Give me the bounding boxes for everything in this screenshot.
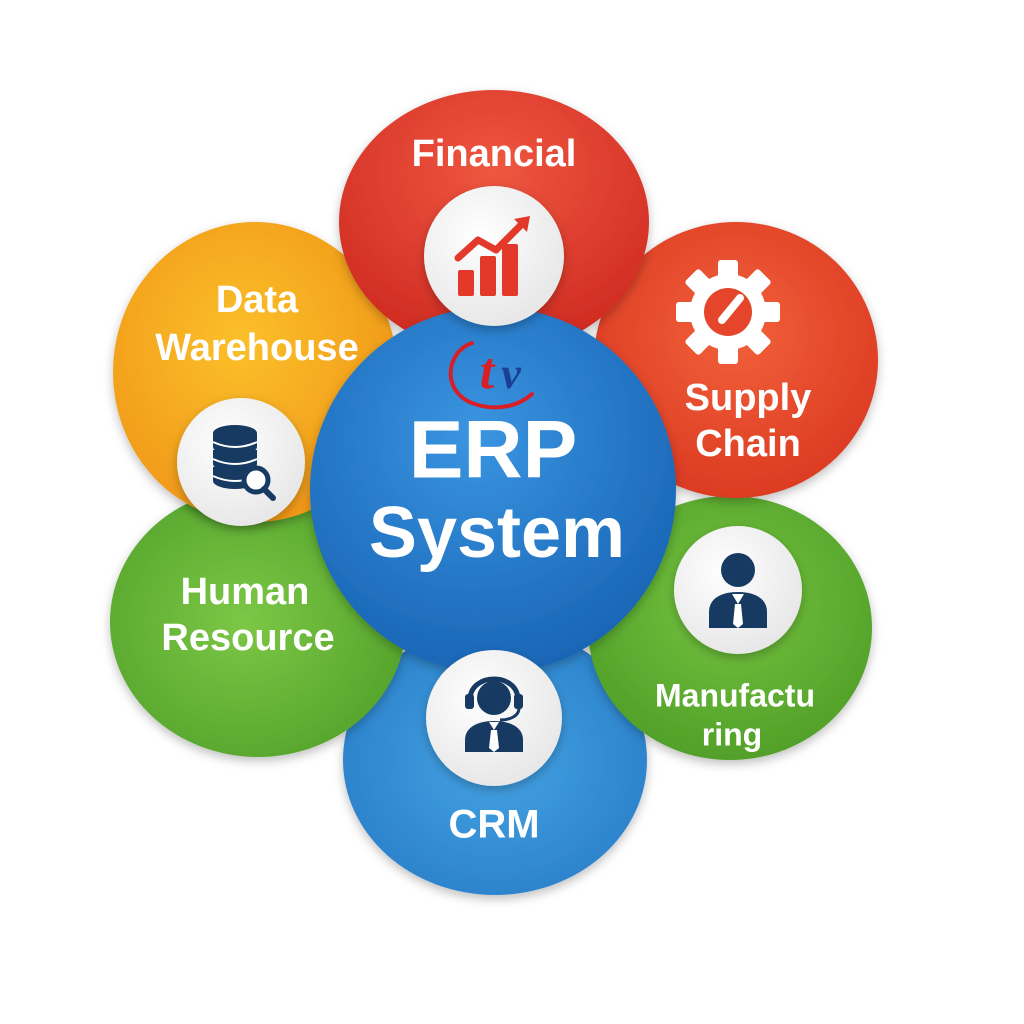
logo-swoosh [448, 341, 534, 410]
manufacturing-badge [674, 526, 802, 654]
data-warehouse-label-line1: Data [216, 279, 299, 321]
supply-chain-label-line2: Chain [695, 423, 801, 465]
erp-title-line2: System [369, 493, 625, 573]
crm-label: CRM [448, 803, 539, 847]
supply-chain-label-line1: Supply [685, 377, 812, 419]
growth-chart-icon [454, 216, 530, 296]
human-resource-label-line1: Human [181, 571, 310, 613]
data-warehouse-label-line2: Warehouse [155, 327, 358, 369]
gear-icon [676, 260, 780, 364]
erp-title-line1: ERP [409, 405, 578, 496]
businessman-icon [709, 553, 767, 628]
crm-badge [426, 650, 562, 786]
database-search-icon [212, 425, 276, 501]
erp-center [310, 307, 676, 673]
financial-badge [424, 186, 564, 326]
financial-label: Financial [412, 133, 577, 175]
manufacturing-label-line1: Manufactu [655, 677, 815, 713]
logo-letter-v: v [501, 349, 521, 398]
headset-agent-icon [465, 676, 523, 752]
data-warehouse-badge [177, 398, 305, 526]
human-resource-label-line2: Resource [161, 617, 334, 659]
logo-letter-t: t [480, 343, 496, 400]
tv-logo: t v [448, 341, 534, 410]
manufacturing-label-line2: ring [702, 716, 762, 752]
